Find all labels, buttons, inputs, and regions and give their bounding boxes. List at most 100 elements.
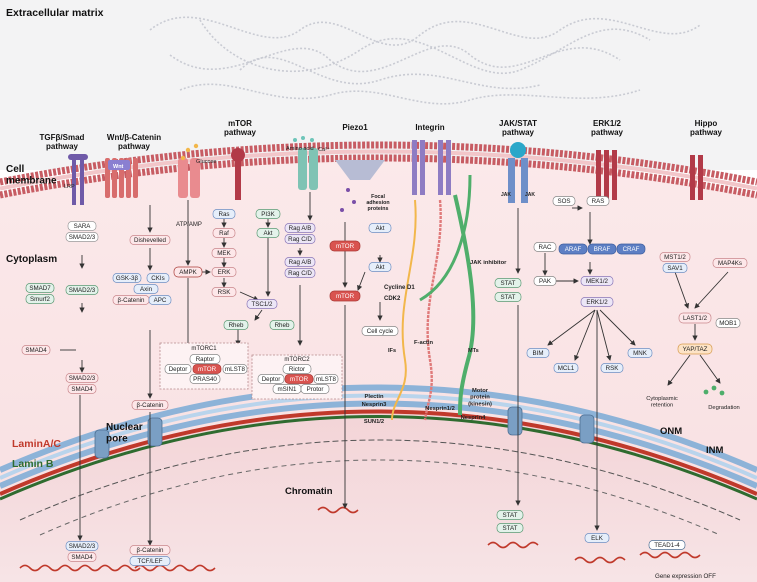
cytoskeleton <box>391 174 476 421</box>
node-label-axin: Axin <box>140 286 153 293</box>
node-label-gsk: GSK-3β <box>116 275 139 282</box>
node-box-smad23n <box>65 541 99 551</box>
node-label-sav1: SAV1 <box>667 265 683 272</box>
node-bim: BIM <box>526 348 550 358</box>
node-label-erk: ERK <box>218 269 232 276</box>
node-label-ragab1: Rag A/B <box>289 225 312 232</box>
node-box-yap <box>677 343 713 355</box>
jak-receptor-icon <box>508 142 528 203</box>
node-aktp2: Akt <box>368 262 392 272</box>
node-label-araf: ARAF <box>565 246 582 253</box>
tgfb-receptor-icon <box>68 154 88 205</box>
node-araf: ARAF <box>558 243 588 255</box>
node-rac: RAC <box>533 242 557 252</box>
node-label-smad4n: SMAD4 <box>71 554 93 561</box>
node-box-mek <box>211 248 237 258</box>
label-aminoacid: Amino acid <box>286 146 314 152</box>
node-deptor2: Deptor <box>257 374 285 384</box>
node-label-apc: APC <box>154 297 167 304</box>
node-ragab1: Rag A/B <box>284 223 316 233</box>
label-ca: Ca²⁺ <box>318 146 330 153</box>
node-label-last: LAST1/2 <box>683 315 708 322</box>
node-ras: Ras <box>212 209 236 219</box>
node-box-rictor <box>282 364 312 374</box>
node-box-mcl1 <box>553 363 579 373</box>
amino-acid-transporter-icon <box>298 148 318 190</box>
node-box-cellcycle <box>361 326 399 336</box>
node-sos: SOS <box>552 196 576 206</box>
node-box-axin <box>133 284 159 294</box>
node-label-rictor: Rictor <box>289 366 305 373</box>
node-label-rheb2: Rheb <box>275 322 290 329</box>
node-box-smad23b <box>65 285 99 295</box>
node-tsc: TSC1/2 <box>246 299 278 309</box>
node-mcl1: MCL1 <box>553 363 579 373</box>
node-ragcd2: Rag C/D <box>284 268 316 278</box>
node-box-mst <box>659 252 691 262</box>
label-cdk2: CDK2 <box>384 296 401 302</box>
node-box-ampk <box>173 266 203 278</box>
node-box-mtorp1 <box>329 240 361 252</box>
node-box-mtorp2 <box>329 290 361 302</box>
node-label-smad7: SMAD7 <box>29 285 51 292</box>
label-integrin: Integrin <box>415 123 444 132</box>
node-box-statn1 <box>496 510 524 520</box>
node-box-ragab1 <box>284 223 316 233</box>
node-label-sara: SARA <box>74 223 92 230</box>
node-apc: APC <box>148 295 172 305</box>
node-label-raptor: Raptor <box>196 356 215 363</box>
node-box-smad4a <box>21 345 51 355</box>
node-label-dishevelled: Dishevelled <box>134 237 167 244</box>
node-box-ckis <box>146 273 170 283</box>
node-label-bcat1: β-Catenin <box>118 297 146 304</box>
node-label-statn2: STAT <box>503 525 518 532</box>
node-box-akt1 <box>256 228 280 238</box>
connectors <box>60 192 729 546</box>
node-deptor1: Deptor <box>164 364 192 374</box>
node-box-ragcd1 <box>284 234 316 244</box>
label-nesprin3: Nesprin3 <box>362 402 388 408</box>
node-label-pak: PAK <box>539 278 552 285</box>
node-statn1: STAT <box>496 510 524 520</box>
node-label-protor: Protor <box>307 386 324 393</box>
node-label-yap: YAP/TAZ <box>683 346 708 353</box>
label-glucose: Glucose <box>196 159 217 165</box>
node-box-mtor2 <box>284 374 314 384</box>
node-bcat1: β-Catenin <box>112 295 150 305</box>
node-label-rase: RAS <box>592 198 605 205</box>
node-craf: CRAF <box>616 243 646 255</box>
node-box-statn2 <box>496 523 524 533</box>
node-box-rase <box>586 196 610 206</box>
receptor-icons <box>68 140 703 205</box>
label-onm: ONM <box>660 426 682 437</box>
node-label-ragcd1: Rag C/D <box>288 236 312 243</box>
node-label-smad23c: SMAD2/3 <box>69 375 96 382</box>
node-label-pras40: PRAS40 <box>193 376 217 383</box>
node-smad4n: SMAD4 <box>67 552 97 562</box>
actin-filament <box>423 199 442 421</box>
node-ragab2: Rag A/B <box>284 257 316 267</box>
node-box-ras <box>212 209 236 219</box>
node-box-stat1 <box>494 278 522 288</box>
node-box-mnk <box>627 348 653 358</box>
node-label-stat2: STAT <box>501 294 516 301</box>
node-last: LAST1/2 <box>678 312 712 324</box>
protein-nodes: SARASMAD2/3SMAD7Smurf2SMAD2/3SMAD4SMAD2/… <box>21 196 748 566</box>
node-mtor2: mTOR <box>284 374 314 384</box>
node-box-smad7 <box>25 283 55 293</box>
node-label-akt1: Akt <box>264 230 273 237</box>
node-axin: Axin <box>133 284 159 294</box>
node-mlst8a: mLST8 <box>222 364 248 374</box>
node-statn2: STAT <box>496 523 524 533</box>
label-laminac: LaminA/C <box>12 438 61 450</box>
node-tead: TEAD1-4 <box>648 540 686 550</box>
mtor-receptor-icon <box>231 148 245 200</box>
label-nesprin12: Nesprin1/2 <box>425 406 455 412</box>
node-label-mcl1: MCL1 <box>558 365 575 372</box>
node-rase: RAS <box>586 196 610 206</box>
nuclear-pores <box>94 406 595 459</box>
